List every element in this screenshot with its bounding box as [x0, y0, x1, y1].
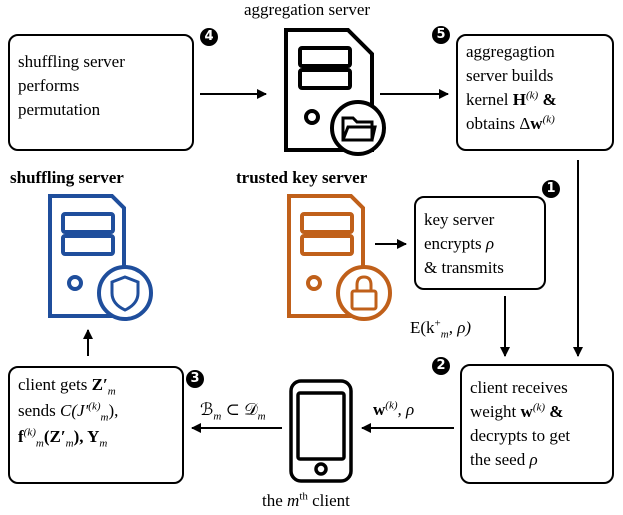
box-line: aggregagtion [466, 42, 555, 61]
step-1-marker: 1 [542, 180, 560, 198]
box-line: & transmits [424, 258, 504, 277]
box-line: obtains Δw(k) [466, 113, 555, 133]
weight-seed-label: w(k), ρ [373, 399, 415, 419]
box-line: server builds [466, 66, 554, 85]
client-label: the mth client [262, 490, 350, 510]
shuffling-server-label: shuffling server [10, 168, 124, 187]
trusted-key-server-label: trusted key server [236, 168, 368, 187]
smartphone-icon [289, 379, 353, 483]
box-line: sends C(J′(k)m), [18, 400, 119, 424]
aggregation-server-label: aggregation server [244, 0, 371, 19]
shuffling-server-icon [48, 194, 153, 321]
box-line: key server [424, 210, 495, 229]
box-line: client receives [470, 378, 568, 397]
box-line: permutation [18, 100, 101, 119]
step-4-marker: 4 [200, 28, 218, 46]
step-2-marker: 2 [432, 357, 450, 375]
trusted-key-server-icon [287, 194, 392, 321]
box-line: f(k)m(Z′m), Ym [18, 426, 108, 450]
aggregation-builds-box: aggregagtion server builds kernel H(k) &… [456, 34, 614, 151]
box-line: decrypts to get [470, 426, 571, 445]
key-encrypts-box: key server encrypts ρ & transmits [414, 196, 546, 290]
box-line: performs [18, 76, 80, 95]
box-line: kernel H(k) & [466, 89, 557, 109]
box-line: weight w(k) & [470, 401, 564, 421]
aggregation-server-icon [284, 28, 386, 156]
box-line: encrypts ρ [424, 234, 495, 253]
box-line: the seed ρ [470, 450, 538, 469]
client-gets-box: client gets Z′m sends C(J′(k)m), f(k)m(Z… [8, 366, 184, 484]
box-line: shuffling server [18, 52, 125, 71]
step-5-marker: 5 [432, 26, 450, 44]
client-receives-box: client receives weight w(k) & decrypts t… [460, 364, 614, 484]
encrypted-key-label: E(k+m, ρ) [410, 317, 472, 341]
box-line: client gets Z′m [18, 375, 116, 398]
batch-subset-label: ℬm ⊂ 𝒟m [200, 400, 266, 423]
shuffle-permutation-box: shuffling server performs permutation [8, 34, 194, 151]
step-3-marker: 3 [186, 370, 204, 388]
